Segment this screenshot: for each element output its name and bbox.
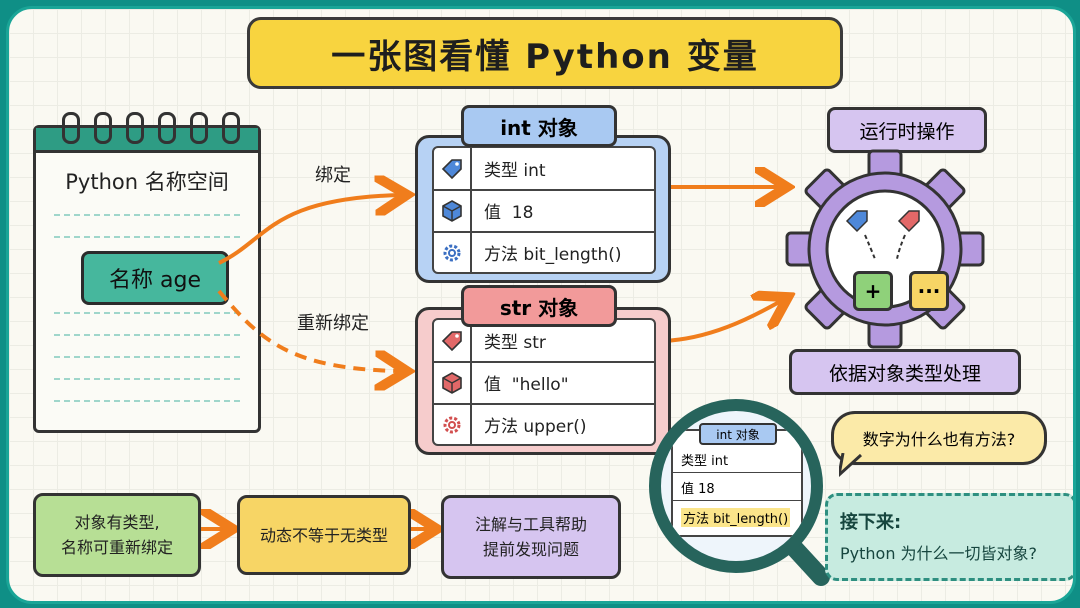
flow-step-1: 对象有类型,名称可重新绑定 — [33, 493, 201, 577]
question-bubble: 数字为什么也有方法? — [831, 411, 1047, 465]
row-divider — [434, 403, 654, 405]
str-value-row: 值 "hello" — [434, 362, 654, 403]
int-value-row: 值 18 — [434, 190, 654, 231]
int-object-header: int 对象 — [461, 105, 617, 147]
notebook-line — [54, 334, 240, 336]
magnified-header: int 对象 — [699, 423, 777, 445]
str-method-row: 方法 upper() — [434, 404, 654, 445]
notebook-line — [54, 312, 240, 314]
next-label: 接下来: — [840, 512, 902, 533]
notebook-ring — [158, 112, 176, 144]
plus-block: + — [853, 271, 893, 311]
runtime-header: 运行时操作 — [827, 107, 987, 153]
int-type-row: 类型 int — [434, 148, 654, 189]
bind-label: 绑定 — [315, 165, 351, 186]
cube-icon — [434, 190, 472, 231]
name-age-box: 名称 age — [81, 251, 229, 305]
row-divider — [434, 361, 654, 363]
gear-icon — [434, 404, 472, 445]
row-divider — [673, 500, 801, 501]
next-text: Python 为什么一切皆对象? — [840, 544, 1038, 563]
int-object-card: 类型 int 值 18 方法 bit_length() — [415, 135, 671, 283]
row-divider — [434, 189, 654, 191]
notebook-line — [54, 214, 240, 216]
magnified-row: 类型 int — [681, 454, 729, 469]
canvas: 一张图看懂 Python 变量 Python 名称空间 名称 age 绑定 — [6, 6, 1076, 604]
bubble-tail — [839, 453, 863, 478]
int-object-table: 类型 int 值 18 方法 bit_length() — [432, 146, 656, 274]
notebook-ring — [190, 112, 208, 144]
str-to-runtime-arrow — [662, 301, 781, 343]
magnified-row: 方法 bit_length() — [673, 505, 801, 530]
next-topic-box: 接下来: Python 为什么一切皆对象? — [825, 493, 1073, 581]
notebook-line — [54, 236, 240, 238]
notebook-ring — [126, 112, 144, 144]
notebook-ring — [222, 112, 240, 144]
int-method-row: 方法 bit_length() — [434, 232, 654, 273]
flow-step-2: 动态不等于无类型 — [237, 495, 411, 575]
magnified-row: 值 18 — [681, 482, 715, 497]
notebook-ring — [62, 112, 80, 144]
notebook-line — [54, 400, 240, 402]
flow-step-3: 注解与工具帮助提前发现问题 — [441, 495, 621, 579]
rebind-label: 重新绑定 — [297, 313, 369, 334]
namespace-title: Python 名称空间 — [65, 170, 229, 194]
magnified-int-object: int 对象 类型 int 值 18 方法 bit_length() — [671, 423, 803, 537]
page-title: 一张图看懂 Python 变量 — [247, 17, 843, 89]
row-divider — [673, 472, 801, 473]
str-object-card: 类型 str 值 "hello" 方法 upper() — [415, 307, 671, 455]
ellipsis-block: ··· — [909, 271, 949, 311]
notebook-line — [54, 378, 240, 380]
notebook-ring — [94, 112, 112, 144]
tag-icon — [434, 320, 472, 361]
row-divider — [434, 231, 654, 233]
gear-icon — [434, 232, 472, 273]
str-object-header: str 对象 — [461, 285, 617, 327]
runtime-footer: 依据对象类型处理 — [789, 349, 1021, 395]
tag-icon — [434, 148, 472, 189]
str-type-row: 类型 str — [434, 320, 654, 361]
notebook-line — [54, 356, 240, 358]
cube-icon — [434, 362, 472, 403]
magnifier-lens: int 对象 类型 int 值 18 方法 bit_length() — [649, 399, 823, 573]
str-object-table: 类型 str 值 "hello" 方法 upper() — [432, 318, 656, 446]
runtime-gear-icon — [785, 149, 985, 349]
rebind-arrow — [217, 289, 399, 371]
bind-arrow — [218, 195, 399, 265]
